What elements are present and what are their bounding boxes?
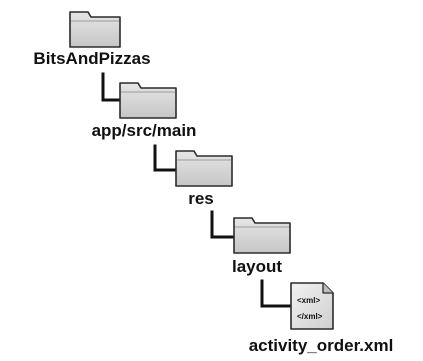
file-label-activity-order: activity_order.xml [248, 336, 394, 355]
folder-label-root: BitsAndPizzas [33, 49, 151, 68]
connector-res-to-layout [210, 210, 235, 239]
connector-layout-to-file [260, 279, 291, 308]
folder-label-res: res [188, 189, 214, 208]
xml-close-tag: </xml> [297, 312, 323, 321]
folder-label-layout: layout [231, 257, 283, 276]
folder-icon [233, 217, 291, 254]
folder-icon [119, 82, 177, 119]
xml-file-icon: <xml> </xml> [290, 282, 334, 330]
connector-root-to-app [101, 72, 121, 102]
xml-open-tag: <xml> [297, 296, 320, 305]
folder-label-app-src-main: app/src/main [91, 121, 197, 140]
folder-icon [69, 11, 121, 48]
tree-connectors [101, 72, 291, 308]
connector-app-to-res [153, 144, 176, 172]
folder-icon [175, 150, 233, 187]
